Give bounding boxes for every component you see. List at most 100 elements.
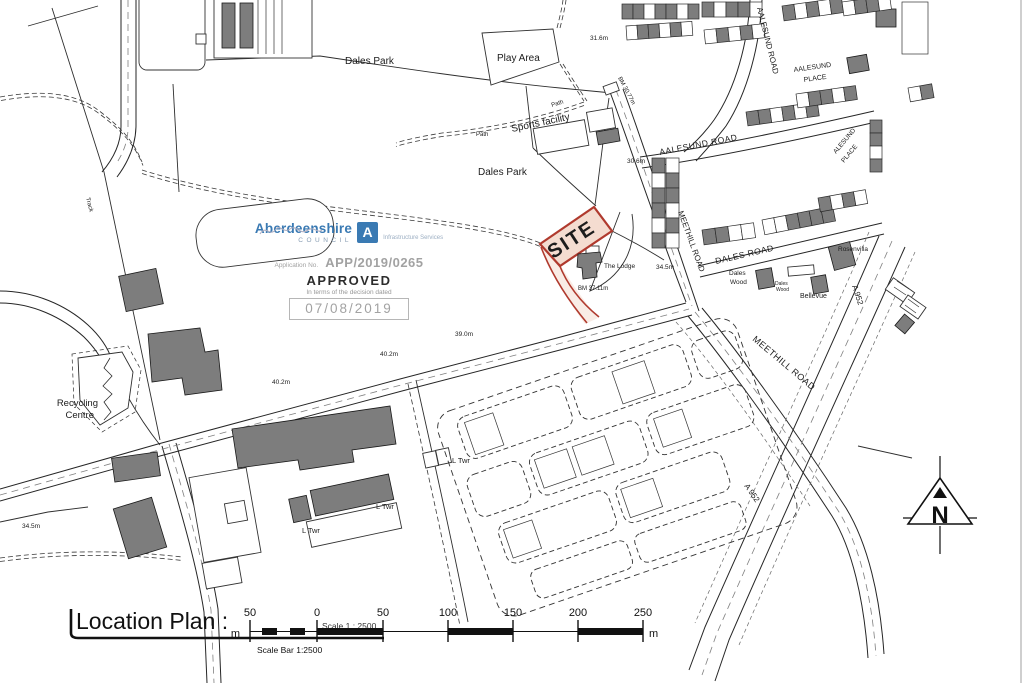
house-block <box>853 189 869 206</box>
house-block <box>651 202 666 219</box>
house-block <box>665 232 680 249</box>
house-block <box>651 157 666 174</box>
label-path-a: Path <box>551 99 565 109</box>
house-block <box>877 0 892 12</box>
house-block <box>740 222 756 240</box>
house-block <box>739 24 754 41</box>
label-dales-road: DALES ROAD <box>714 243 775 266</box>
house-block <box>919 83 935 101</box>
house-block <box>805 0 821 18</box>
north-letter: N <box>931 502 948 529</box>
council-logo-icon: A <box>357 222 379 243</box>
house-block <box>665 3 678 20</box>
terraced-housing-row <box>703 23 766 45</box>
scale-unit-right: m <box>649 628 658 640</box>
house-block <box>793 2 809 20</box>
house-block <box>843 85 858 102</box>
terraced-housing-row <box>841 0 892 17</box>
decision-line: In terms of the decision dated <box>306 289 392 296</box>
label-elev-30-6: 30.6m <box>627 158 645 165</box>
building-bar-2 <box>239 2 254 49</box>
decision-date-box: 07/08/2019 <box>289 298 409 320</box>
house-block <box>819 88 834 105</box>
terraced-housing-row <box>651 157 666 249</box>
house-block <box>669 21 683 38</box>
label-path-b: Path <box>476 132 488 138</box>
scale-tick-4: 150 <box>504 607 522 619</box>
signature-squiggle <box>259 227 323 235</box>
site-boundary <box>538 205 614 268</box>
house-block <box>715 27 730 44</box>
north-arrow-tip <box>933 487 947 498</box>
label-dales-wood-sm-1: Dales <box>775 281 788 287</box>
label-elev-39-0: 39.0m <box>455 331 473 338</box>
house-block <box>676 3 689 20</box>
house-block <box>651 187 666 204</box>
house-block <box>727 25 742 42</box>
house-block <box>703 28 718 45</box>
label-l-twr-a: L Twr <box>452 456 470 465</box>
terraced-housing-row <box>869 119 883 173</box>
site-area <box>538 205 614 324</box>
scale-tick-6: 250 <box>634 607 652 619</box>
label-l-twr-c: L Twr <box>302 526 320 535</box>
terraced-housing-row <box>745 101 820 127</box>
house-block <box>658 22 672 39</box>
council-logo: Aberdeenshire COUNCIL A Infrastructure S… <box>255 222 443 245</box>
house-block <box>680 21 694 37</box>
label-elev-40-2-b: 40.2m <box>272 379 290 386</box>
buildings <box>111 2 916 560</box>
house-block <box>795 91 811 109</box>
application-label: Application No. <box>274 262 319 269</box>
road-centerlines <box>0 0 893 683</box>
label-elev-31-6: 31.6m <box>590 35 608 42</box>
terraced-housing <box>621 0 935 249</box>
house-block <box>865 0 880 13</box>
house-block <box>665 202 680 219</box>
house-block <box>725 1 739 18</box>
label-recycling-2: Centre <box>65 410 94 421</box>
sports-building <box>595 127 621 146</box>
terraced-housing-row <box>701 222 756 246</box>
house-block <box>625 24 639 41</box>
label-track: Track <box>84 197 94 214</box>
label-dales-wood-1: Dales <box>729 270 746 277</box>
label-recycling-1: Recycling <box>57 398 98 409</box>
label-dales-park: Dales Park <box>478 167 528 178</box>
house-block <box>751 23 766 40</box>
terraced-housing-row <box>781 0 844 22</box>
page-edge-shadow <box>1020 0 1022 683</box>
approval-stamp: Aberdeenshire COUNCIL A Infrastructure S… <box>255 222 443 320</box>
industrial-building <box>231 405 397 471</box>
house-block <box>651 172 666 189</box>
house-block <box>621 3 634 20</box>
house-block <box>853 0 869 15</box>
house-block <box>817 0 833 17</box>
label-the-lodge: The Lodge <box>604 263 635 270</box>
recycling-centre <box>71 345 142 433</box>
house-block <box>769 106 784 123</box>
scale-tick-1: 0 <box>314 607 320 619</box>
scale-bar-caption: Scale Bar 1:2500 <box>257 645 322 655</box>
terraced-housing-row <box>621 3 700 20</box>
terraced-housing-row <box>761 205 836 236</box>
title-underline <box>69 609 384 640</box>
scale-tick-0: 50 <box>244 607 256 619</box>
approved-status: APPROVED <box>306 273 392 288</box>
house-block <box>829 0 844 15</box>
terraced-housing-row <box>817 189 869 213</box>
council-sub: COUNCIL <box>298 237 353 244</box>
road-casings <box>0 0 906 683</box>
house-block <box>687 3 700 20</box>
the-lodge-building <box>576 251 603 280</box>
scale-tick-3: 100 <box>439 607 457 619</box>
label-elev-40-2-a: 40.2m <box>380 351 398 358</box>
label-dales-park-nw: Dales Park <box>345 56 395 67</box>
terraced-housing-row <box>907 83 935 103</box>
house-block <box>654 3 667 20</box>
application-number: APP/2019/0265 <box>325 255 424 270</box>
scale-tick-5: 200 <box>569 607 587 619</box>
label-a952-s: A 952 <box>742 482 761 504</box>
label-aalesund-road-h: AALESUND ROAD <box>658 132 738 157</box>
